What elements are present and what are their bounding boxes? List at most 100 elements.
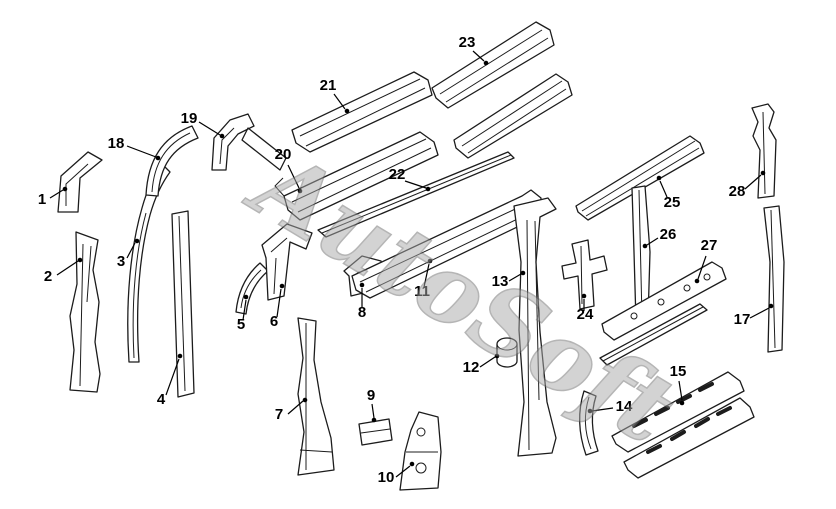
part-21-outline	[291, 71, 433, 153]
callout-3[interactable]: 3	[117, 238, 140, 270]
part-number-10[interactable]: 10	[378, 469, 395, 486]
leader-line-2	[56, 260, 79, 276]
callout-19[interactable]: 19	[181, 110, 225, 139]
unlabeled-strip-drawing	[599, 303, 708, 366]
part-18-outline	[145, 125, 199, 197]
callout-24[interactable]: 24	[577, 293, 594, 323]
part-number-13[interactable]: 13	[492, 273, 509, 290]
part-1-outline	[57, 151, 103, 213]
leader-dot-17	[768, 303, 774, 309]
part-1-drawing	[57, 151, 103, 213]
part-number-6[interactable]: 6	[270, 313, 278, 330]
part-number-22[interactable]: 22	[389, 166, 406, 183]
part-9-drawing	[358, 418, 393, 446]
callout-4[interactable]: 4	[157, 353, 183, 408]
leader-dot-3	[134, 238, 140, 244]
callout-22[interactable]: 22	[389, 166, 431, 192]
part-4-outline	[171, 210, 195, 398]
callout-28[interactable]: 28	[729, 170, 766, 200]
part-21-details	[299, 78, 426, 147]
part-number-26[interactable]: 26	[660, 226, 677, 243]
leader-line-10	[395, 465, 411, 478]
callout-18[interactable]: 18	[108, 135, 161, 161]
leader-line-21	[333, 93, 346, 110]
leader-dot-22	[425, 186, 431, 192]
part-18-details	[151, 132, 191, 193]
part-number-15[interactable]: 15	[670, 363, 687, 380]
part-24-drawing	[561, 239, 608, 310]
part-7-outline	[297, 317, 335, 476]
leader-line-28	[744, 174, 762, 190]
callout-26[interactable]: 26	[642, 226, 677, 249]
leader-dot-7	[302, 397, 308, 403]
callout-8[interactable]: 8	[358, 282, 366, 321]
leader-dot-1	[62, 186, 68, 192]
leader-dot-12	[494, 353, 500, 359]
part-number-8[interactable]: 8	[358, 304, 366, 321]
part-number-25[interactable]: 25	[664, 194, 681, 211]
part-number-1[interactable]: 1	[38, 191, 46, 208]
leader-line-19	[198, 121, 221, 136]
callout-27[interactable]: 27	[694, 237, 718, 284]
part-23-drawing	[431, 21, 555, 109]
leader-dot-27	[694, 278, 700, 284]
part-13-outline	[513, 197, 557, 457]
callout-11[interactable]: 11	[414, 258, 433, 300]
callout-6[interactable]: 6	[270, 283, 285, 330]
callout-25[interactable]: 25	[656, 175, 681, 211]
part-15-slots	[632, 382, 714, 428]
callout-21[interactable]: 21	[320, 77, 350, 114]
callout-20[interactable]: 20	[275, 146, 303, 194]
part-number-18[interactable]: 18	[108, 135, 125, 152]
callout-9[interactable]: 9	[367, 387, 377, 423]
leader-line-6	[276, 288, 282, 318]
callout-17[interactable]: 17	[734, 303, 774, 328]
callout-2[interactable]: 2	[44, 257, 83, 285]
part-21-drawing	[291, 71, 433, 153]
part-9-details	[360, 428, 391, 434]
part-27-details	[630, 273, 711, 320]
part-9-outline	[358, 418, 393, 446]
part-number-7[interactable]: 7	[275, 406, 283, 423]
part-6-details	[270, 237, 288, 295]
callout-5[interactable]: 5	[237, 294, 249, 333]
part-5-drawing	[235, 262, 269, 315]
part-2-details	[79, 243, 92, 387]
callout-14[interactable]: 14	[587, 398, 633, 415]
callout-23[interactable]: 23	[459, 34, 489, 66]
part-number-24[interactable]: 24	[577, 306, 594, 323]
part-number-11[interactable]: 11	[414, 283, 430, 300]
callout-13[interactable]: 13	[492, 270, 526, 290]
part-1-details	[65, 163, 89, 206]
part-number-14[interactable]: 14	[616, 398, 633, 415]
leader-line-15	[678, 380, 683, 401]
part-number-9[interactable]: 9	[367, 387, 375, 404]
part-14-drawing	[579, 390, 599, 456]
part-number-12[interactable]: 12	[463, 359, 480, 376]
part-23-details	[439, 29, 549, 103]
leader-line-1	[49, 189, 64, 199]
leader-line-23	[472, 50, 485, 62]
part-number-3[interactable]: 3	[117, 253, 125, 270]
part-15-outline	[611, 371, 745, 453]
leader-dot-18	[155, 155, 161, 161]
leader-dot-19	[219, 133, 225, 139]
part-number-28[interactable]: 28	[729, 183, 746, 200]
part-number-20[interactable]: 20	[275, 146, 292, 163]
part-number-5[interactable]: 5	[237, 316, 245, 333]
part-number-27[interactable]: 27	[701, 237, 718, 254]
part-4-details	[178, 215, 186, 392]
part-number-23[interactable]: 23	[459, 34, 476, 51]
part-number-19[interactable]: 19	[181, 110, 198, 127]
part-number-2[interactable]: 2	[44, 268, 52, 285]
part-28-drawing	[751, 103, 777, 199]
callout-10[interactable]: 10	[378, 461, 415, 486]
callout-15[interactable]: 15	[670, 363, 687, 406]
callout-7[interactable]: 7	[275, 397, 308, 423]
part-number-17[interactable]: 17	[734, 311, 751, 328]
callout-12[interactable]: 12	[463, 353, 500, 376]
part-number-21[interactable]: 21	[320, 77, 337, 94]
part-number-4[interactable]: 4	[157, 391, 166, 408]
callout-1[interactable]: 1	[38, 186, 68, 208]
part-25-drawing	[575, 135, 705, 221]
